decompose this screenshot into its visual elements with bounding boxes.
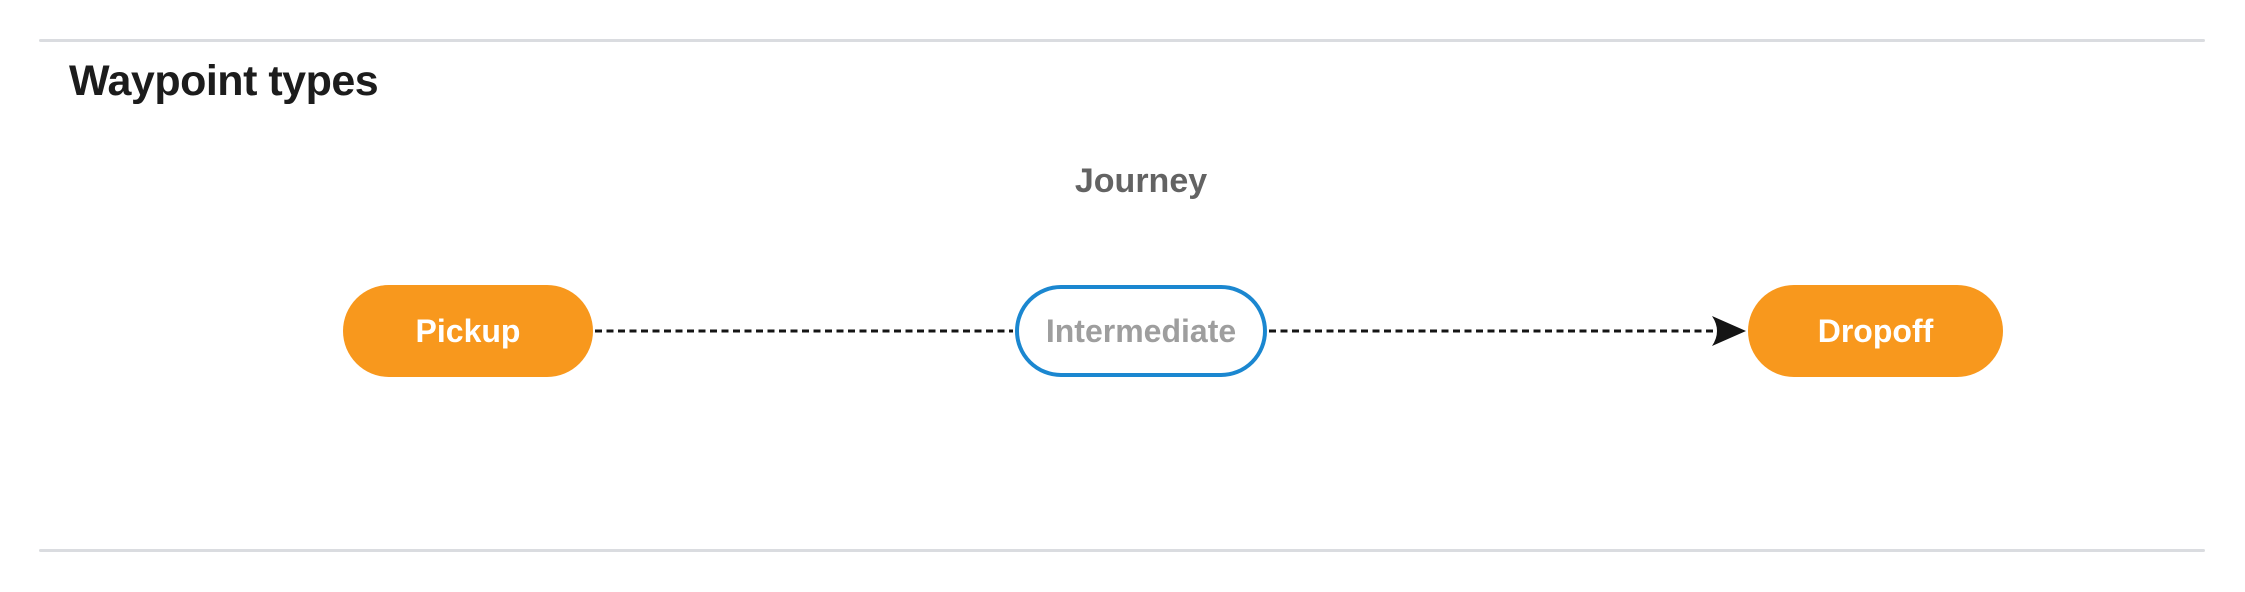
diagram-title: Journey	[1074, 162, 1208, 200]
node-intermediate-label: Intermediate	[1045, 312, 1237, 349]
section-heading: Waypoint types	[69, 57, 379, 105]
bottom-divider	[39, 549, 2205, 552]
node-intermediate: Intermediate	[1015, 285, 1267, 377]
top-divider	[39, 39, 2205, 42]
node-pickup: Pickup	[343, 285, 593, 377]
node-dropoff: Dropoff	[1748, 285, 2003, 377]
node-pickup-label: Pickup	[415, 312, 521, 349]
arrowhead-icon	[1712, 316, 1746, 346]
node-dropoff-label: Dropoff	[1817, 312, 1934, 349]
